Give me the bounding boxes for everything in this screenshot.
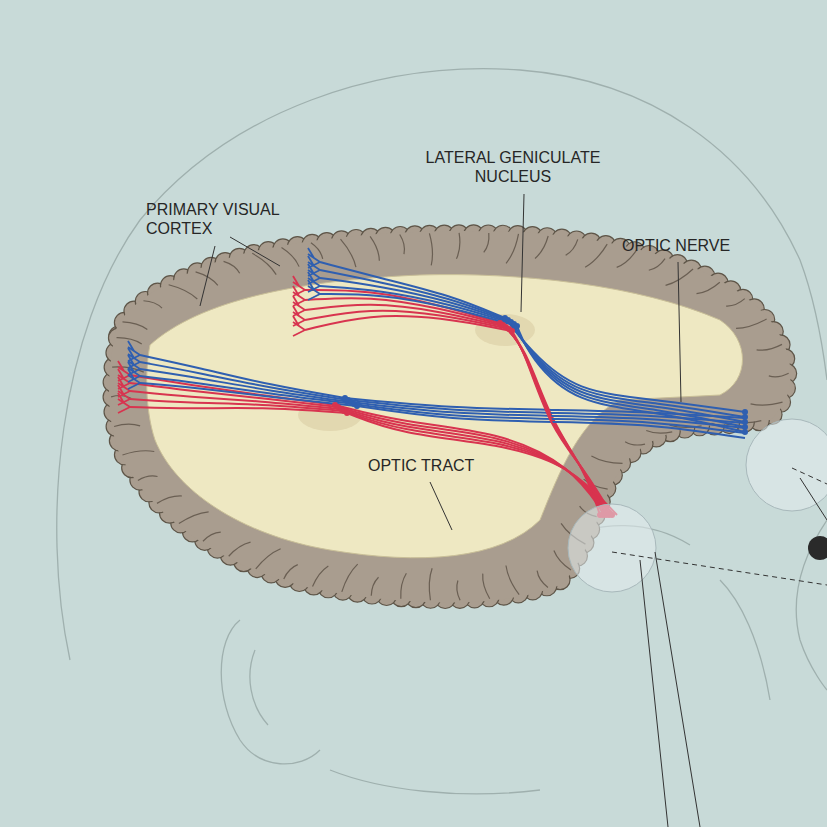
sulcus (229, 542, 251, 556)
outline-probe (109, 231, 791, 603)
leader-line (678, 262, 681, 402)
sulcus (340, 239, 355, 267)
sulcus (535, 236, 548, 258)
axon-terminal (118, 393, 130, 413)
sulcus (169, 285, 198, 299)
visual-pathway (118, 248, 748, 518)
nerve-fiber (320, 294, 517, 326)
axon-terminal (128, 369, 140, 389)
ear-sketch (250, 650, 268, 725)
pupil (808, 536, 827, 560)
sulcus (483, 574, 490, 599)
sulcus (506, 566, 519, 595)
sight-line (792, 468, 827, 484)
sulcus (342, 564, 358, 592)
eyeball (568, 504, 656, 592)
sulcus (400, 235, 405, 255)
nerve-fiber (305, 316, 512, 331)
sulcus (313, 566, 329, 587)
jaw-sketch (330, 770, 540, 794)
sulcus (114, 424, 140, 426)
sulcus (736, 319, 767, 328)
synapse (354, 403, 360, 409)
sulcus (179, 512, 209, 524)
nerve-fiber (305, 311, 509, 329)
eyeball (746, 419, 827, 511)
sulcus (646, 430, 672, 433)
structure-label: OPTIC NERVE (622, 236, 792, 255)
sulcus (282, 247, 300, 266)
nerve-fiber (512, 331, 612, 515)
sulcus (429, 568, 432, 600)
sulcus (429, 233, 432, 265)
nerve-fiber (140, 383, 357, 406)
leader-line (655, 552, 700, 827)
sulcus (138, 476, 158, 481)
sulcus (143, 301, 162, 308)
structure-label: PRIMARY VISUAL CORTEX (146, 200, 324, 238)
cheek-sketch (720, 580, 770, 700)
sulcus (649, 259, 665, 271)
sulcus (697, 282, 720, 293)
synapse (344, 410, 350, 416)
sight-line (612, 552, 827, 585)
head-outline (57, 69, 827, 660)
sulcus (457, 580, 460, 600)
sulcus (566, 239, 578, 255)
sulcus (585, 244, 607, 267)
sulcus (769, 373, 789, 377)
nerve-fiber (517, 326, 745, 432)
sulcus (401, 573, 407, 598)
sulcus (122, 451, 154, 455)
retinal-cell (742, 429, 748, 435)
leader-lines (200, 194, 827, 827)
leader-line (230, 237, 280, 266)
sulcus (157, 496, 182, 503)
sulcus (591, 456, 622, 463)
sulcus (256, 549, 281, 569)
sulcus (122, 322, 147, 330)
nerve-fiber (320, 286, 514, 324)
sulcus (456, 233, 459, 259)
sulcus (203, 532, 221, 541)
sulcus (284, 565, 298, 579)
eyes (568, 419, 827, 592)
structure-label: OPTIC TRACT (368, 456, 518, 475)
nerve-fiber (130, 407, 347, 413)
sulcus (625, 442, 645, 445)
nerve-fiber (140, 376, 354, 404)
synapse (509, 328, 515, 334)
structure-label: LATERAL GENICULATE NUCLEUS (398, 148, 628, 186)
brain-section (103, 225, 797, 609)
leader-line (521, 194, 524, 312)
leader-line (200, 246, 215, 306)
sulcus (484, 233, 489, 252)
sulcus (371, 577, 378, 596)
leader-line (640, 560, 668, 827)
leader-line (800, 478, 827, 520)
synapse (514, 323, 520, 329)
axon-terminal (293, 316, 305, 336)
leader-line (430, 482, 452, 530)
sulcus (757, 344, 782, 350)
sulcus (370, 236, 379, 260)
head-sketch (57, 69, 827, 794)
axon-terminal (308, 280, 320, 300)
cortex (109, 231, 791, 603)
sulcus (537, 571, 548, 588)
nerve-fiber (347, 413, 617, 515)
sulcus (726, 299, 745, 306)
sulcus (224, 261, 240, 273)
sulcus (666, 269, 693, 285)
ear-sketch (221, 620, 320, 764)
sulcus (751, 402, 783, 405)
sulcus (506, 234, 518, 263)
